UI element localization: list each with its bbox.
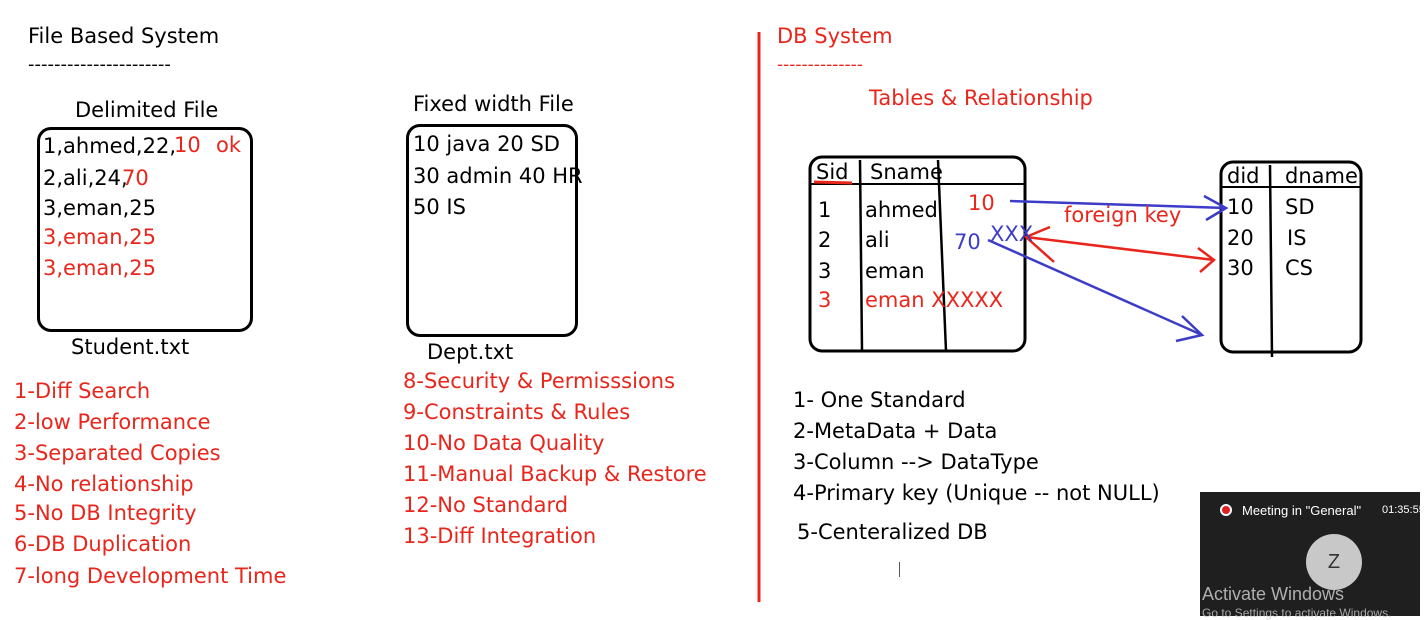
delimited-row-4: 3,eman,25 (43, 225, 156, 249)
dept-row-2-did: 20 (1227, 226, 1254, 250)
fk-arrow-red (1025, 235, 1215, 262)
students-col-rule-2 (936, 159, 948, 352)
student-txt-caption: Student.txt (71, 335, 190, 359)
benefit-1: 1- One Standard (793, 388, 966, 412)
students-table-border (808, 155, 1027, 353)
delimited-ok-note: ok (216, 133, 242, 157)
foreign-key-label: foreign key (1064, 203, 1182, 227)
benefit-2: 2-MetaData + Data (793, 419, 998, 443)
problem-13: 13-Diff Integration (403, 524, 597, 548)
dept-row-1-dname: SD (1285, 195, 1315, 219)
depts-header-dname: dname (1285, 164, 1358, 188)
students-header-sname: Sname (870, 160, 943, 184)
fk-arrow-70-head (1175, 315, 1205, 343)
delimited-row-2: 2,ali,24, (43, 166, 128, 190)
invalid-fk-mark: XXX (990, 222, 1034, 246)
problem-7: 7-long Development Time (14, 564, 287, 588)
problem-6: 6-DB Duplication (14, 532, 192, 556)
fk-arrow-red-head-left (1023, 225, 1055, 263)
recording-dot-icon (1220, 504, 1232, 516)
student-row-3-sid: 3 (818, 259, 832, 283)
file-system-title: File Based System (28, 24, 220, 48)
activate-windows-watermark: Activate Windows (1202, 584, 1345, 604)
sid-pk-underline (813, 180, 853, 185)
student-row-1-sname: ahmed (865, 198, 938, 222)
delimited-extra-70: 70 (122, 166, 149, 190)
fixed-width-file-label: Fixed width File (413, 92, 574, 116)
fk-arrow-70 (987, 238, 1203, 337)
fk-arrow-red-head-right (1197, 247, 1216, 273)
fk-arrow-10 (1009, 199, 1227, 210)
text-cursor (899, 562, 900, 577)
dept-row-3-dname: CS (1285, 256, 1313, 280)
problem-12: 12-No Standard (403, 493, 569, 517)
activate-windows-hint: Go to Settings to activate Windows. (1202, 606, 1392, 620)
tables-relationship-subtitle: Tables & Relationship (869, 86, 1093, 110)
students-col-rule-1 (858, 159, 864, 352)
problem-11: 11-Manual Backup & Restore (403, 462, 707, 486)
depts-col-rule (1268, 164, 1274, 358)
fixed-row-3: 50 IS (413, 195, 466, 219)
fixed-row-2: 30 admin 40 HR (413, 164, 583, 188)
meeting-title: Meeting in "General" (1242, 503, 1362, 518)
benefit-4: 4-Primary key (Unique -- not NULL) (793, 481, 1160, 505)
depts-table-border (1219, 160, 1363, 354)
student-fk-value-10: 10 (968, 191, 995, 215)
problem-4: 4-No relationship (14, 472, 194, 496)
meeting-timer: 01:35:55 (1382, 504, 1425, 516)
delimited-row-3: 3,eman,25 (43, 196, 156, 220)
students-header-sid: Sid (816, 160, 849, 184)
problem-3: 3-Separated Copies (14, 441, 221, 465)
problem-8: 8-Security & Permisssions (403, 369, 676, 393)
avatar[interactable]: Z (1306, 534, 1362, 590)
fixed-row-1: 10 java 20 SD (413, 132, 560, 156)
dept-row-2-dname: IS (1287, 226, 1307, 250)
student-fk-value-70: 70 (954, 230, 981, 254)
meeting-popup[interactable]: Meeting in "General" 01:35:55 Z (1200, 492, 1425, 616)
db-system-title: DB System (777, 24, 893, 48)
dept-row-3-did: 30 (1227, 256, 1254, 280)
db-system-underline: -------------- (777, 55, 863, 75)
delimited-file-box (37, 127, 253, 332)
benefit-3: 3-Column --> DataType (793, 450, 1039, 474)
problem-5: 5-No DB Integrity (14, 501, 197, 525)
student-row-4-sname: eman XXXXX (865, 288, 1004, 312)
delimited-row-5: 3,eman,25 (43, 256, 156, 280)
dept-txt-caption: Dept.txt (427, 340, 514, 364)
delimited-file-label: Delimited File (75, 98, 219, 122)
file-system-underline: ---------------------- (28, 54, 171, 75)
delimited-row-1: 1,ahmed,22, (43, 134, 176, 158)
problem-1: 1-Diff Search (14, 379, 151, 403)
benefit-5: 5-Centeralized DB (797, 520, 988, 544)
student-row-3-sname: eman (865, 259, 925, 283)
fixed-width-file-box (406, 124, 578, 337)
delimited-extra-10: 10 (174, 133, 201, 157)
student-row-2-sid: 2 (818, 228, 832, 252)
problem-10: 10-No Data Quality (403, 431, 605, 455)
student-row-1-sid: 1 (818, 198, 832, 222)
problem-2: 2-low Performance (14, 410, 211, 434)
dept-row-1-did: 10 (1227, 195, 1254, 219)
problem-9: 9-Constraints & Rules (403, 400, 631, 424)
depts-header-did: did (1227, 164, 1260, 188)
student-row-2-sname: ali (865, 228, 890, 252)
fk-arrow-10-head (1203, 194, 1229, 222)
student-row-4-sid: 3 (818, 288, 832, 312)
